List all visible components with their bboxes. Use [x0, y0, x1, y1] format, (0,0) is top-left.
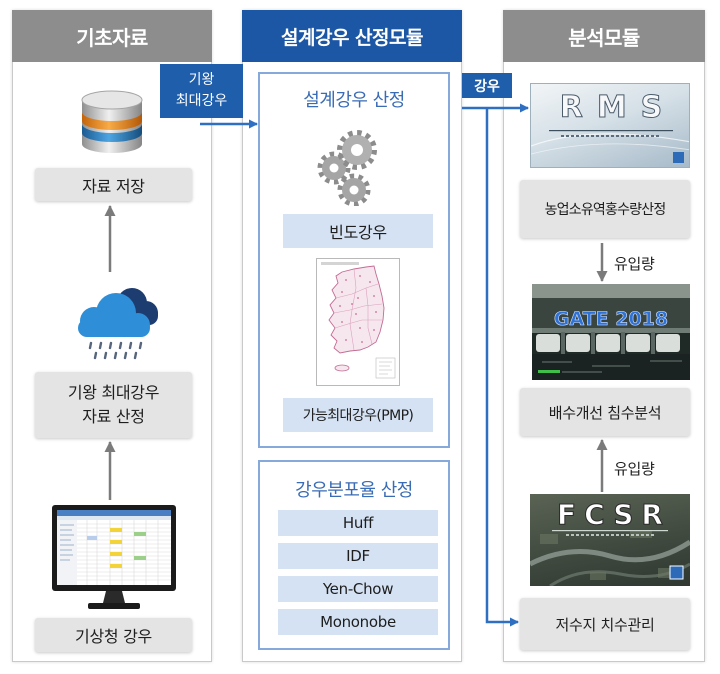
- gate-software-image: GATE 2018: [532, 284, 690, 380]
- flood-estimation-box: 농업소유역홍수량산정: [520, 180, 690, 238]
- kma-rainfall-label: 기상청 강우: [75, 627, 152, 646]
- gate-logo-text: GATE 2018: [553, 308, 669, 331]
- rainfall-distribution-section-title: 강우분포율 산정: [295, 480, 413, 501]
- flood-estimation-label: 농업소유역홍수량산정: [544, 202, 667, 218]
- monitor-icon: [52, 505, 176, 613]
- kma-rainfall-box: 기상청 강우: [35, 618, 192, 652]
- frequency-rainfall-box: 빈도강우: [283, 214, 433, 248]
- fcsr-logo-text: FCSR: [557, 498, 671, 532]
- pmp-label: 가능최대강우(PMP): [302, 408, 414, 424]
- rms-software-image: RMS: [530, 83, 690, 168]
- korea-rainfall-map: [316, 258, 400, 386]
- historical-max-rainfall-label-line2: 자료 산정: [82, 407, 145, 426]
- drainage-analysis-label: 배수개선 침수분석: [548, 403, 662, 422]
- design-rainfall-section-title: 설계강우 산정: [303, 90, 405, 111]
- frequency-rainfall-label: 빈도강우: [329, 223, 387, 242]
- historical-max-rainfall-tag: 기왕 최대강우: [160, 64, 243, 118]
- distribution-method-label: IDF: [346, 547, 370, 565]
- reservoir-flood-control-label: 저수지 치수관리: [555, 615, 655, 634]
- distribution-method-yen-chow: Yen-Chow: [278, 576, 438, 602]
- historical-max-rainfall-label-line1: 기왕 최대강우: [67, 383, 160, 402]
- database-icon: [78, 88, 146, 156]
- fcsr-software-image: FCSR: [530, 494, 690, 586]
- rainfall-tag: 강우: [462, 73, 512, 98]
- rain-cloud-icon: [66, 283, 162, 363]
- gears-icon: [314, 128, 380, 207]
- distribution-method-mononobe: Mononobe: [278, 609, 438, 635]
- distribution-method-huff: Huff: [278, 510, 438, 536]
- inflow-label-lower: 유입량: [614, 460, 655, 478]
- analysis-module-header: 분석모듈: [503, 10, 705, 62]
- historical-max-tag-line2: 최대강우: [175, 93, 228, 109]
- distribution-method-label: Yen-Chow: [322, 580, 394, 598]
- inflow-label-upper: 유입량: [614, 255, 655, 273]
- distribution-method-idf: IDF: [278, 543, 438, 569]
- rms-logo-text: RMS: [559, 90, 677, 126]
- drainage-analysis-box: 배수개선 침수분석: [520, 388, 690, 436]
- reservoir-flood-control-box: 저수지 치수관리: [520, 598, 690, 650]
- basic-data-header: 기초자료: [12, 10, 212, 62]
- rainfall-tag-label: 강우: [474, 78, 500, 95]
- distribution-method-label: Mononobe: [320, 613, 396, 631]
- distribution-method-label: Huff: [342, 514, 374, 532]
- pmp-box: 가능최대강우(PMP): [283, 398, 433, 432]
- data-storage-label: 자료 저장: [82, 176, 145, 196]
- data-storage-box: 자료 저장: [35, 168, 192, 201]
- historical-max-rainfall-box: 기왕 최대강우 자료 산정: [35, 372, 192, 438]
- historical-max-tag-line1: 기왕: [188, 72, 215, 88]
- design-rainfall-module-header: 설계강우 산정모듈: [242, 10, 462, 62]
